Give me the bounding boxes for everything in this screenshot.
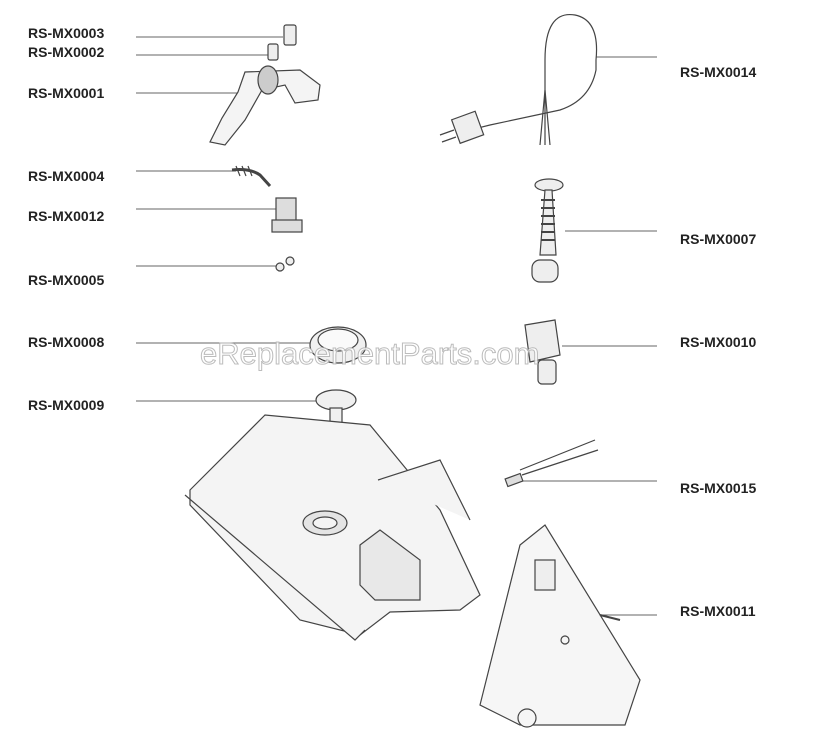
part-rs-mx0014 [439, 13, 598, 146]
label-rs-mx0008: RS-MX0008 [28, 334, 105, 350]
label-rs-mx0001: RS-MX0001 [28, 85, 105, 101]
part-rs-mx0001 [209, 65, 321, 146]
part-rs-mx0005 [275, 256, 295, 272]
part-rs-mx0008 [309, 326, 367, 364]
label-rs-mx0011: RS-MX0011 [680, 603, 756, 619]
part-rs-mx0012 [271, 197, 303, 233]
part-rs-mx0015 [504, 439, 599, 488]
leader-lines [136, 36, 657, 616]
part-iron-body [184, 414, 481, 641]
label-rs-mx0003: RS-MX0003 [28, 25, 105, 41]
watermark: eReplacementParts.com [199, 336, 540, 372]
part-rs-mx0010 [524, 319, 561, 385]
label-rs-mx0012: RS-MX0012 [28, 208, 105, 224]
label-rs-mx0007: RS-MX0007 [680, 231, 757, 247]
part-rs-mx0011 [479, 524, 641, 728]
part-rs-mx0007 [531, 178, 564, 283]
label-rs-mx0014: RS-MX0014 [680, 64, 757, 80]
label-rs-mx0004: RS-MX0004 [28, 168, 105, 184]
part-rs-mx0004 [231, 165, 272, 188]
label-rs-mx0005: RS-MX0005 [28, 272, 105, 288]
part-rs-mx0003 [283, 24, 297, 46]
label-rs-mx0002: RS-MX0002 [28, 44, 105, 60]
part-rs-mx0002 [267, 43, 279, 61]
label-rs-mx0009: RS-MX0009 [28, 397, 105, 413]
label-rs-mx0015: RS-MX0015 [680, 480, 757, 496]
label-rs-mx0010: RS-MX0010 [680, 334, 757, 350]
